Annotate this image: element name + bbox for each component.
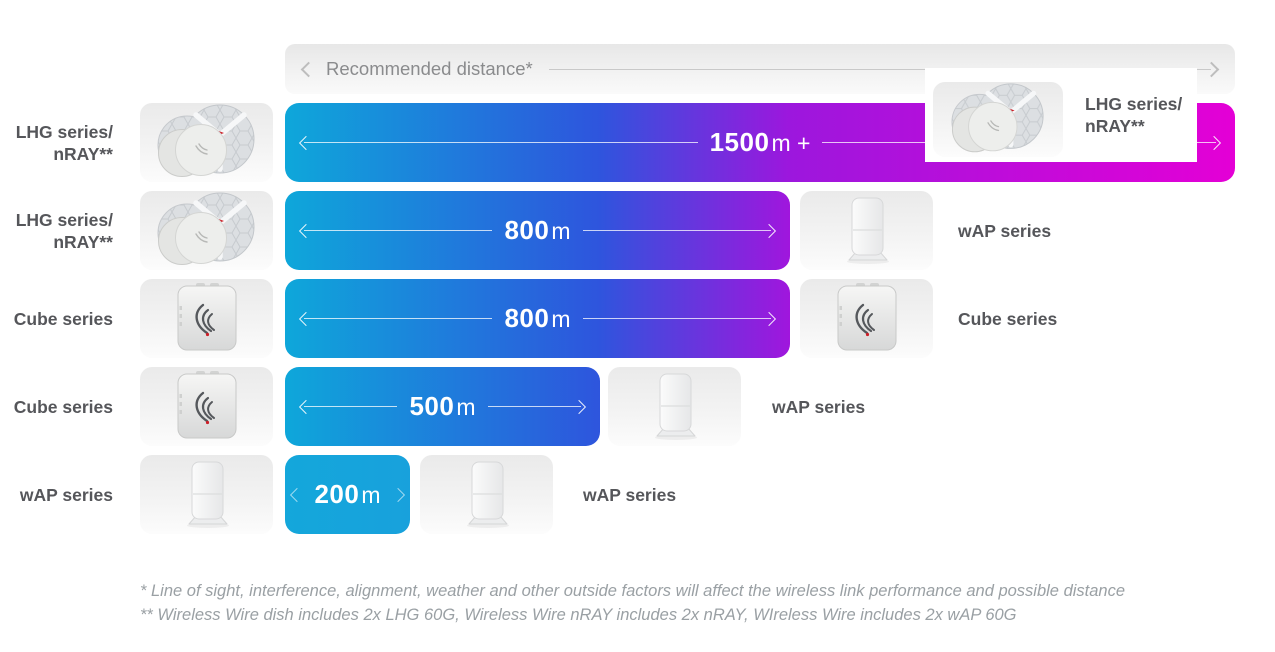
- wap-unit-icon: [847, 197, 889, 264]
- row-label-cube: Cube series: [0, 367, 113, 446]
- distance-unit: m: [551, 306, 571, 332]
- distance-unit: m: [456, 394, 476, 420]
- distance-value: 1500 m +: [698, 127, 823, 158]
- row-label-cube: Cube series: [0, 279, 113, 358]
- cube-product-image: [800, 279, 933, 358]
- row-label-line: LHG series/: [15, 121, 113, 142]
- wap-unit-icon: [655, 373, 697, 440]
- distance-bar-200m: 200 m: [285, 455, 410, 534]
- arrow-right-icon: [1206, 135, 1222, 150]
- distance-value: 500 m: [397, 391, 487, 422]
- arrow-left-icon: [298, 311, 314, 326]
- arrow-right-icon: [390, 487, 405, 502]
- endpoint-label-line: nRAY**: [1085, 116, 1145, 136]
- endpoint-label-cube: Cube series: [958, 279, 1057, 358]
- chevron-left-icon: [300, 61, 317, 77]
- endpoint-label-line: Cube series: [958, 308, 1058, 329]
- endpoint-label-line: wAP series: [772, 396, 866, 417]
- cube-unit-icon: [837, 283, 897, 351]
- arrow-right-icon: [571, 399, 587, 414]
- endpoint-label-line: wAP series: [583, 484, 677, 505]
- wap-product-image: [800, 191, 933, 270]
- row-label-lhg-nray: LHG series/ nRAY**: [0, 103, 113, 182]
- wap-unit-icon: [467, 461, 509, 528]
- endpoint-label-wap: wAP series: [958, 191, 1051, 270]
- distance-value: 800 m: [492, 303, 582, 334]
- arrow-left-icon: [298, 135, 314, 150]
- cube-product-image: [140, 279, 273, 358]
- row-label-line: Cube series: [13, 308, 113, 329]
- wap-product-image: [140, 455, 273, 534]
- row-label-line: Cube series: [13, 396, 113, 417]
- chevron-right-icon: [1203, 61, 1220, 77]
- row-label-lhg-nray: LHG series/ nRAY**: [0, 191, 113, 270]
- lhg-product-image: [140, 191, 273, 270]
- cube-unit-icon: [177, 371, 237, 439]
- row-label-wap: wAP series: [0, 455, 113, 534]
- endpoint-label-lhg-nray: LHG series/ nRAY**: [1085, 68, 1182, 162]
- arrow-right-icon: [761, 223, 777, 238]
- endpoint-label-line: wAP series: [958, 220, 1052, 241]
- arrow-line: [304, 406, 398, 407]
- lhg-dish-icon: [157, 104, 255, 177]
- lhg-endpoint-card: LHG series/ nRAY**: [925, 68, 1197, 162]
- distance-unit: m +: [771, 130, 811, 156]
- arrow-line: [304, 318, 493, 319]
- lhg-product-image: [140, 103, 273, 182]
- endpoint-label-line: LHG series/: [1085, 94, 1183, 114]
- wap-unit-icon: [187, 461, 229, 528]
- arrow-line: [304, 142, 698, 143]
- distance-value: 200 m: [302, 479, 392, 510]
- distance-number: 500: [409, 391, 455, 421]
- endpoint-label-wap: wAP series: [772, 367, 865, 446]
- header-arrow-line: [548, 68, 1211, 70]
- arrow-left-icon: [298, 223, 314, 238]
- cube-unit-icon: [177, 283, 237, 351]
- distance-number: 800: [504, 303, 550, 333]
- distance-bar-800m: 800 m: [285, 279, 790, 358]
- arrow-line: [304, 230, 493, 231]
- row-label-line: nRAY**: [53, 231, 113, 252]
- arrow-line: [582, 230, 771, 231]
- distance-value: 800 m: [492, 215, 582, 246]
- distance-number: 1500: [709, 127, 770, 157]
- distance-bar-800m: 800 m: [285, 191, 790, 270]
- arrow-right-icon: [761, 311, 777, 326]
- lhg-product-image: [933, 82, 1063, 157]
- lhg-dish-icon: [951, 83, 1044, 153]
- endpoint-label-wap: wAP series: [583, 455, 676, 534]
- distance-unit: m: [361, 482, 381, 508]
- arrow-line: [582, 318, 771, 319]
- cube-product-image: [140, 367, 273, 446]
- footnotes: * Line of sight, interference, alignment…: [140, 579, 1125, 627]
- wap-product-image: [608, 367, 741, 446]
- distance-bar-500m: 500 m: [285, 367, 600, 446]
- header-label: Recommended distance*: [326, 58, 533, 79]
- lhg-dish-icon: [157, 192, 255, 265]
- arrow-line: [487, 406, 581, 407]
- distance-number: 200: [314, 479, 360, 509]
- distance-unit: m: [551, 218, 571, 244]
- wap-product-image: [420, 455, 553, 534]
- distance-number: 800: [504, 215, 550, 245]
- row-label-line: wAP series: [19, 484, 113, 505]
- arrow-left-icon: [298, 399, 314, 414]
- row-label-line: nRAY**: [53, 143, 113, 164]
- row-label-line: LHG series/: [15, 209, 113, 230]
- footnote-line-of-sight: * Line of sight, interference, alignment…: [140, 582, 1126, 600]
- footnote-wireless-wire: ** Wireless Wire dish includes 2x LHG 60…: [140, 606, 1017, 624]
